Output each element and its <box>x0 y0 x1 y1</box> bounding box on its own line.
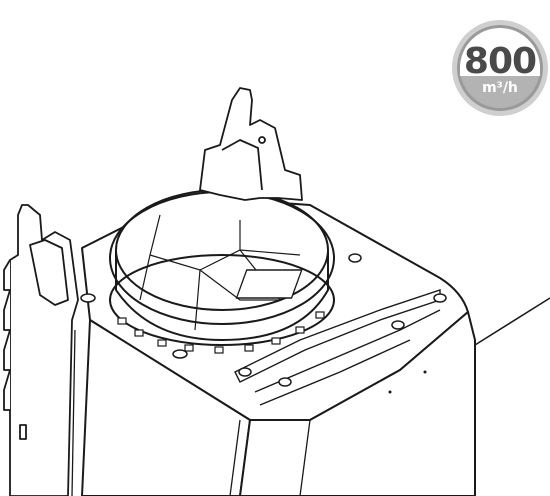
collar-tabs <box>117 311 325 354</box>
airflow-unit: m³/h <box>482 80 518 96</box>
face-marks <box>388 370 427 394</box>
rear-bracket <box>199 87 303 201</box>
wall-edge-line <box>474 297 550 346</box>
airflow-badge: 800 m³/h <box>450 18 550 118</box>
left-bracket <box>3 204 79 496</box>
body-edges <box>71 329 311 496</box>
mounting-bosses <box>80 253 447 387</box>
airflow-value: 800 <box>463 41 537 82</box>
airflow-capacity-badge-icon <box>452 20 548 116</box>
